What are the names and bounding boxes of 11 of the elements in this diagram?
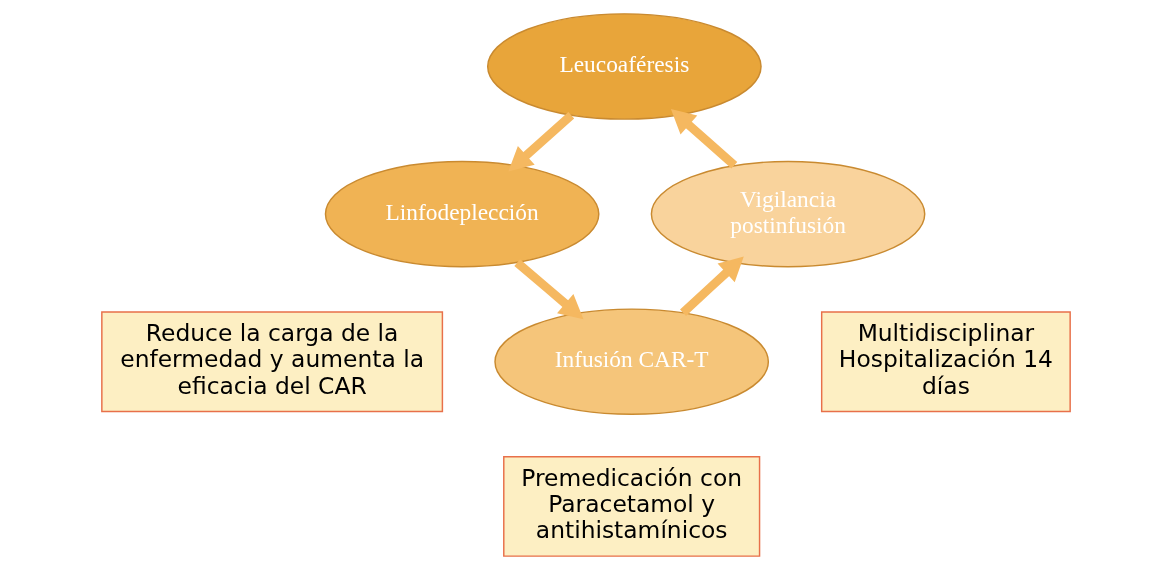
node-box: Premedicación con Paracetamol y antihistamínicos <box>502 456 760 557</box>
node-ellipse: Linfodeplección <box>324 160 599 268</box>
arrow <box>670 109 737 169</box>
node-box: Reduce la carga de la enfermedad y aumenta la eficacia del CAR <box>100 311 443 413</box>
arrow <box>513 259 583 320</box>
node-box: Multidisciplinar Hospitalización 14 días <box>820 311 1071 413</box>
arrow <box>507 112 574 172</box>
node-ellipse: Leucoaféresis <box>486 13 762 120</box>
node-ellipse: Infusión CAR-T <box>493 308 769 416</box>
node-ellipse: Vigilancia postinfusión <box>650 160 925 268</box>
arrow <box>679 256 744 316</box>
